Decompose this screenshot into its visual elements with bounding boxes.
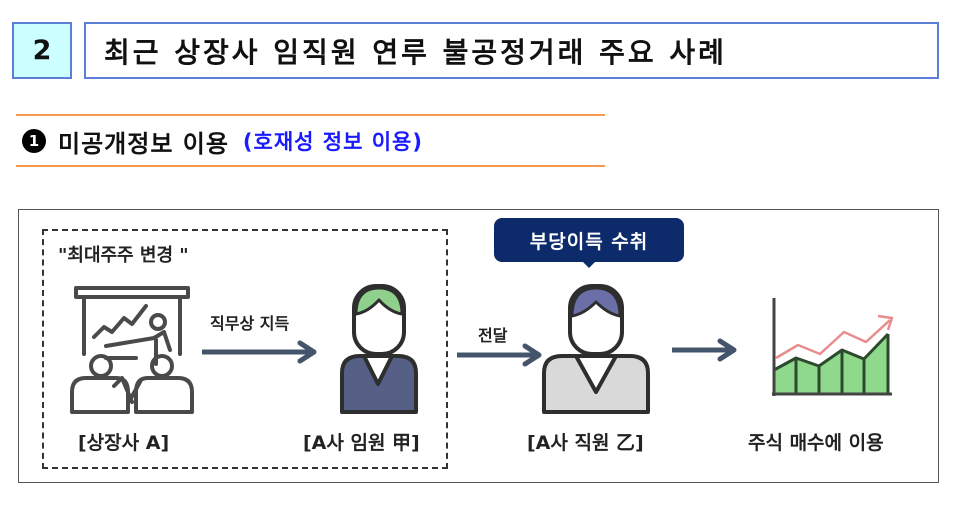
executive-person-icon [340,284,418,414]
section-title-box: 최근 상장사 임직원 연루 불공정거래 주요 사례 [84,22,939,79]
stock-chart-icon [772,298,894,396]
group-caption: "최대주주 변경 " [58,245,189,266]
node-label-stock-purchase: 주식 매수에 이용 [748,432,884,454]
edge-label-deliver: 전달 [478,326,508,345]
subsection-qualifier: (호재성 정보 이용) [242,130,423,154]
top-divider [16,114,605,116]
section-number-box: 2 [12,22,72,79]
badge-label: 부당이득 수취 [529,230,649,253]
node-label-listed-company: [상장사 A] [78,432,170,454]
arrow-right-icon [202,340,317,364]
subsection-heading: 1 미공개정보 이용 (호재성 정보 이용) [22,121,423,161]
employee-person-icon [542,284,650,414]
bottom-divider [16,165,605,167]
node-label-executive: [A사 임원 甲] [303,432,420,454]
insider-group-box [42,229,448,469]
arrow-right-icon [457,343,542,367]
arrow-right-icon [672,338,737,362]
section-title: 최근 상장사 임직원 연루 불공정거래 주요 사례 [104,35,727,69]
diagram-frame [18,209,939,483]
numbered-bullet-icon: 1 [22,129,46,153]
subsection-title: 미공개정보 이용 [58,129,229,158]
illegal-profit-badge: 부당이득 수취 [494,218,684,262]
edge-label-acquired: 직무상 지득 [210,314,290,333]
section-number: 2 [32,35,52,66]
node-label-employee: [A사 직원 乙] [527,432,644,454]
presentation-meeting-icon [70,286,194,414]
badge-pointer [582,261,596,268]
